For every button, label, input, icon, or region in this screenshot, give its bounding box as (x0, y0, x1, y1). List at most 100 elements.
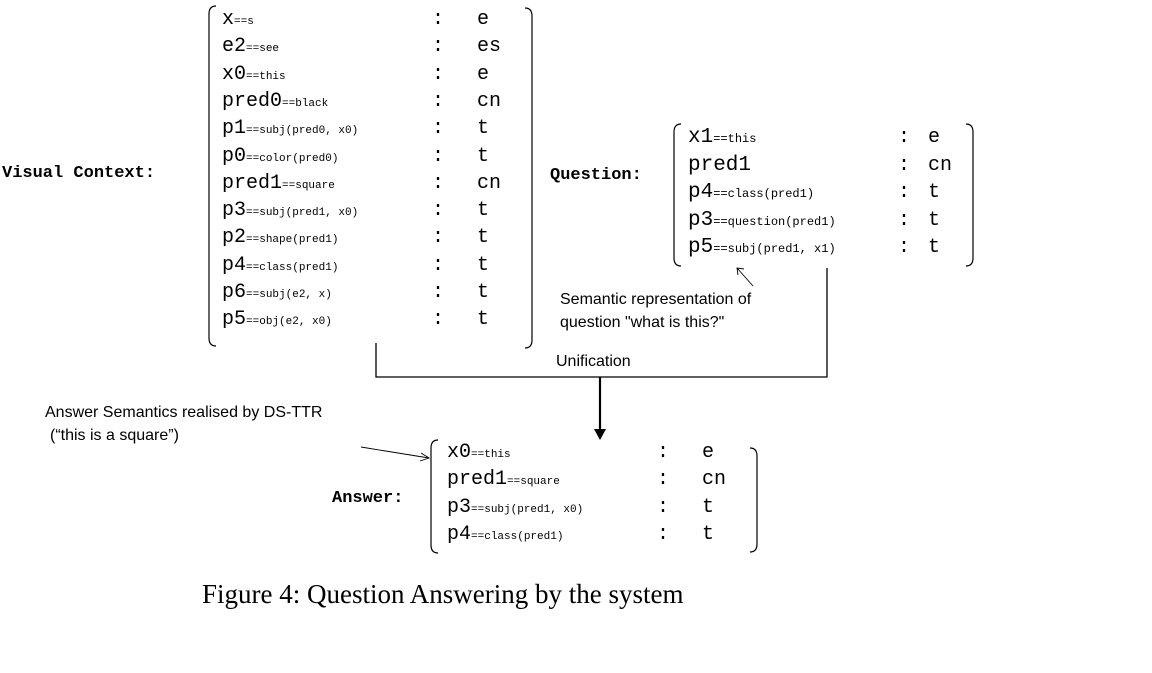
question-annotation-pointer (736, 267, 754, 287)
visual-context-field-definition: ==shape(pred1) (246, 234, 339, 247)
answer-field-colon: : (657, 441, 670, 464)
answer-field-type: t (702, 495, 715, 519)
visual-context-field-definition: ==s (234, 16, 254, 28)
question-field-colon: : (898, 236, 911, 259)
visual-context-field-colon: : (432, 308, 445, 332)
visual-context-field-label: p3 (222, 199, 247, 223)
visual-context-field-type: e (477, 62, 490, 86)
question-left-bracket (673, 123, 682, 267)
answer-field-label: p4 (447, 522, 472, 546)
visual-context-field-colon: : (432, 226, 445, 250)
visual-context-field-label: p6 (222, 281, 247, 304)
visual-context-field-colon: : (432, 8, 445, 31)
visual-context-label: Visual Context: (2, 164, 156, 183)
visual-context-field-type: e (477, 8, 490, 31)
question-field-label: pred1 (688, 153, 752, 177)
answer-field-row: p3==subj(pred1, x0): t (447, 496, 752, 523)
visual-context-field-label: p1 (222, 117, 247, 141)
visual-context-field-type: cn (477, 89, 502, 113)
visual-context-field-colon: : (432, 89, 445, 113)
question-field-definition: ==class(pred1) (713, 187, 815, 201)
question-field-row: pred1: cn (688, 154, 968, 182)
question-field-row: p4==class(pred1): t (688, 181, 968, 209)
visual-context-field-type: t (477, 199, 490, 223)
question-field-row: p3==question(pred1): t (688, 209, 968, 237)
visual-context-field-row: x==s: e (222, 8, 527, 35)
visual-context-field-type: es (477, 35, 502, 59)
answer-right-bracket (749, 447, 758, 553)
answer-field-definition: ==this (471, 449, 511, 461)
visual-context-field-colon: : (432, 199, 445, 223)
answer-semantics-line-2: (“this is a square”) (50, 427, 179, 444)
visual-context-field-type: t (477, 226, 490, 250)
question-field-row: p5==subj(pred1, x1):t (688, 236, 968, 264)
visual-context-field-label: x (222, 8, 235, 31)
visual-context-field-colon: : (432, 253, 445, 277)
visual-context-field-row: e2==see:es (222, 35, 527, 62)
visual-context-field-label: p4 (222, 253, 247, 277)
question-field-type: t (928, 208, 941, 232)
question-field-row: x1==this:e (688, 126, 968, 154)
visual-context-field-row: p1==subj(pred0, x0):t (222, 117, 527, 144)
visual-context-field-row: pred1==square:cn (222, 172, 527, 199)
visual-context-left-bracket (208, 5, 217, 347)
question-field-definition: ==this (713, 132, 757, 146)
visual-context-field-type: t (477, 117, 490, 141)
visual-context-field-definition: ==color(pred0) (246, 152, 339, 165)
answer-field-label: p3 (447, 495, 472, 519)
visual-context-field-row: p5==obj(e2, x0):t (222, 308, 527, 335)
answer-field-type: e (702, 441, 715, 464)
answer-field-definition: ==square (507, 476, 560, 489)
visual-context-field-row: p2==shape(pred1): t (222, 226, 527, 253)
visual-context-field-type: t (477, 308, 490, 332)
question-field-colon: : (898, 126, 911, 149)
visual-context-field-type: t (477, 253, 490, 277)
question-field-label: p3 (688, 208, 714, 232)
visual-context-field-row: p3==subj(pred1, x0): t (222, 199, 527, 226)
question-field-label: p4 (688, 181, 714, 204)
visual-context-field-label: pred1 (222, 171, 283, 195)
question-field-colon: : (898, 153, 911, 177)
question-field-definition: ==question(pred1) (713, 214, 836, 229)
visual-context-field-definition: ==see (246, 43, 280, 56)
visual-context-field-label: e2 (222, 35, 247, 59)
question-field-label: x1 (688, 126, 714, 149)
question-field-type: t (928, 181, 941, 204)
visual-context-field-row: x0==this:e (222, 63, 527, 90)
visual-context-field-definition: ==class(pred1) (246, 261, 339, 274)
question-field-colon: : (898, 208, 911, 232)
question-label: Question: (550, 166, 642, 185)
visual-context-field-colon: : (432, 62, 445, 86)
question-field-definition: ==subj(pred1, x1) (713, 242, 836, 256)
answer-semantics-line-1: Answer Semantics realised by DS-TTR (45, 404, 323, 421)
visual-context-field-row: p0==color(pred0):t (222, 145, 527, 172)
visual-context-field-definition: ==obj(e2, x0) (246, 316, 332, 329)
answer-field-type: cn (702, 468, 727, 492)
visual-context-field-label: pred0 (222, 89, 283, 113)
question-annotation-pointer-head (736, 267, 745, 276)
answer-field-colon: : (657, 495, 670, 519)
visual-context-field-definition: ==square (282, 179, 335, 192)
answer-field-type: t (702, 522, 715, 546)
answer-left-bracket (430, 439, 439, 554)
unification-connector (375, 268, 828, 378)
question-field-type: cn (928, 153, 953, 177)
figure-caption: Figure 4: Question Answering by the syst… (202, 579, 684, 609)
answer-field-row: p4==class(pred1):t (447, 523, 752, 550)
visual-context-field-type: t (477, 281, 490, 304)
question-field-label: p5 (688, 236, 714, 259)
question-field-colon: : (898, 181, 911, 204)
unification-label: Unification (556, 353, 631, 370)
visual-context-right-bracket (524, 7, 533, 349)
answer-field-definition: ==subj(pred1, x0) (471, 503, 584, 516)
question-right-bracket (965, 123, 974, 267)
visual-context-field-definition: ==subj(pred1, x0) (246, 207, 359, 220)
answer-field-label: x0 (447, 441, 472, 464)
visual-context-field-definition: ==black (282, 97, 329, 110)
answer-field-row: pred1==square:cn (447, 468, 752, 495)
answer-label: Answer: (332, 489, 404, 508)
visual-context-field-label: p2 (222, 226, 247, 250)
